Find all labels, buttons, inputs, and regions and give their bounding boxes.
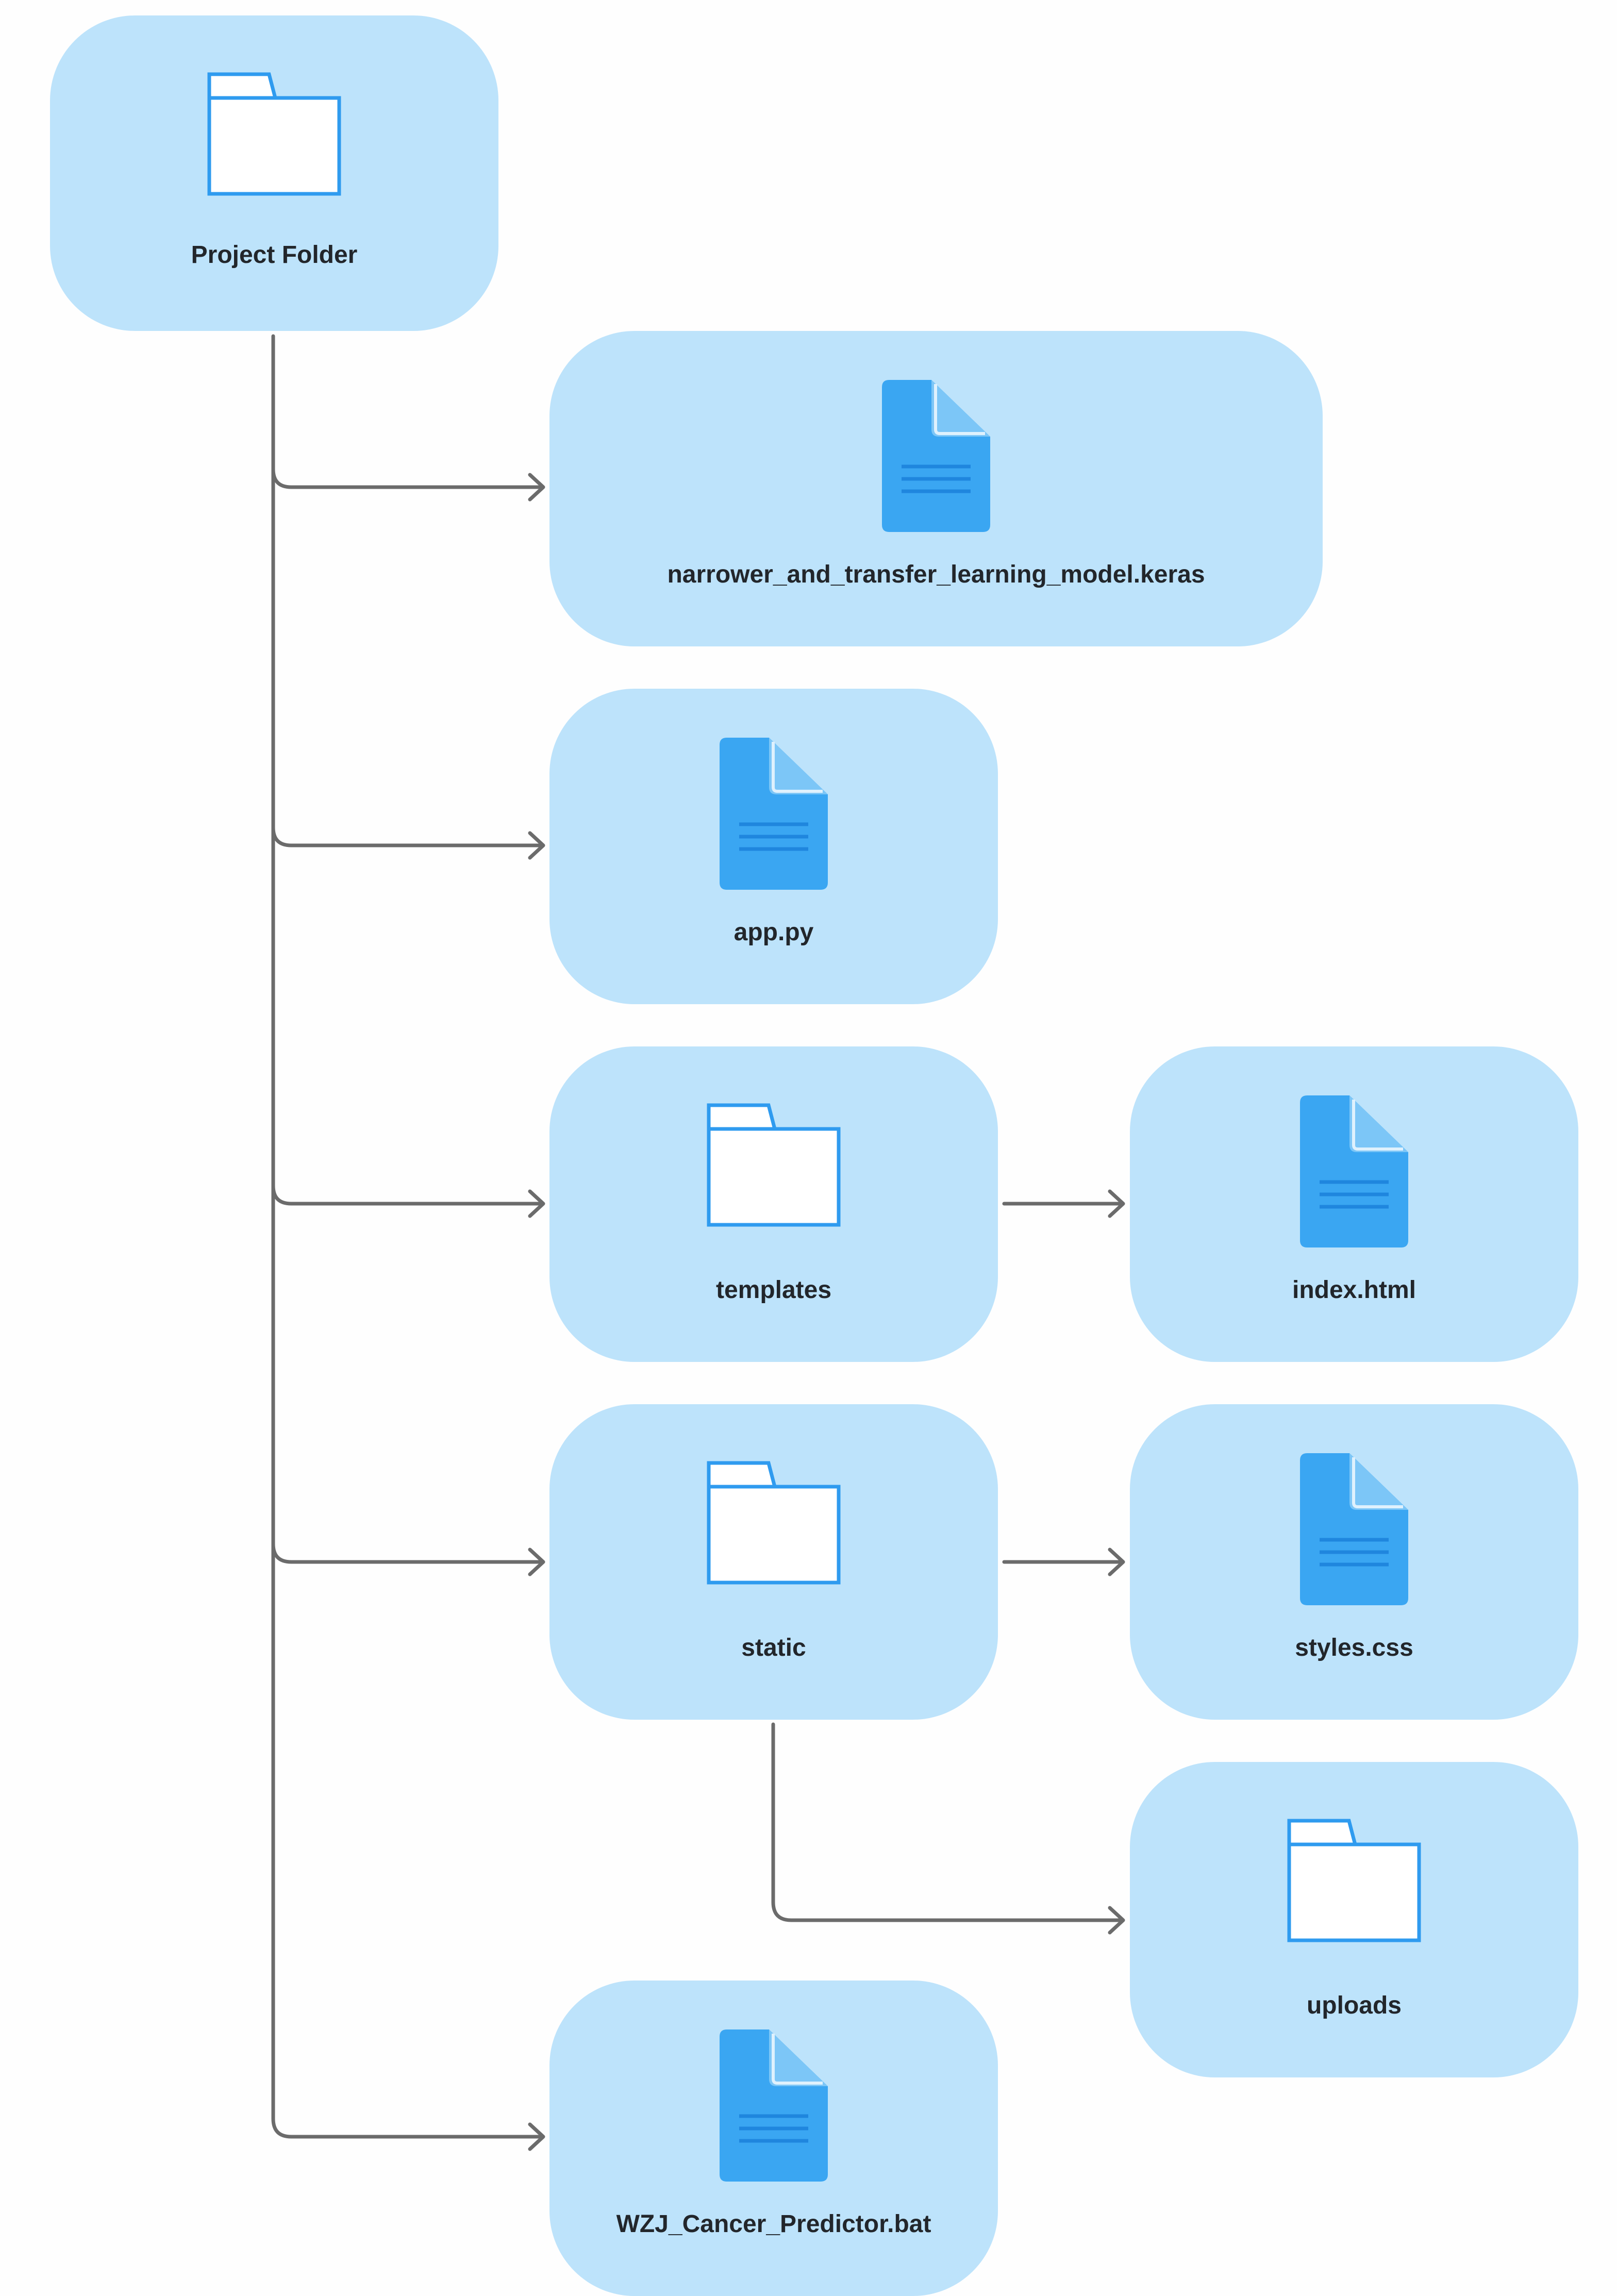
file-icon <box>1300 1453 1408 1605</box>
node-label: uploads <box>1306 1992 1402 2019</box>
folder-icon <box>1287 1819 1421 1942</box>
node-label: narrower_and_transfer_learning_model.ker… <box>667 561 1205 588</box>
node-app-py[interactable]: app.py <box>549 689 998 1004</box>
file-icon <box>720 738 828 890</box>
node-keras-file[interactable]: narrower_and_transfer_learning_model.ker… <box>549 331 1323 646</box>
arrowhead <box>528 1189 545 1218</box>
file-icon <box>882 380 990 532</box>
arrowhead <box>528 2122 545 2151</box>
file-icon <box>720 2029 828 2182</box>
node-label: Project Folder <box>191 241 358 269</box>
branch-app <box>271 825 543 847</box>
arrowhead <box>1108 1189 1125 1218</box>
folder-icon <box>207 72 341 196</box>
node-static-folder[interactable]: static <box>549 1404 998 1720</box>
node-project-folder[interactable]: Project Folder <box>50 15 498 331</box>
node-uploads-folder[interactable]: uploads <box>1130 1762 1578 2077</box>
node-bat-file[interactable]: WZJ_Cancer_Predictor.bat <box>549 1981 998 2296</box>
node-label: WZJ_Cancer_Predictor.bat <box>616 2210 931 2238</box>
node-label: styles.css <box>1295 1634 1413 1661</box>
folder-icon <box>707 1461 841 1585</box>
node-styles-css[interactable]: styles.css <box>1130 1404 1578 1720</box>
node-label: app.py <box>734 919 814 946</box>
branch-static <box>271 1542 543 1564</box>
node-index-html[interactable]: index.html <box>1130 1046 1578 1362</box>
branch-keras <box>271 467 543 489</box>
arrowhead <box>528 473 545 502</box>
node-label: index.html <box>1292 1276 1416 1304</box>
arrowhead <box>1108 1906 1125 1935</box>
arrowhead <box>528 831 545 860</box>
trunk-line <box>271 334 543 2139</box>
node-label: templates <box>715 1276 832 1304</box>
branch-templates <box>271 1184 543 1206</box>
arrowhead <box>1108 1548 1125 1576</box>
arrowhead <box>528 1548 545 1576</box>
node-label: static <box>741 1634 806 1661</box>
folder-icon <box>707 1103 841 1227</box>
node-templates-folder[interactable]: templates <box>549 1046 998 1362</box>
branch-uploads <box>771 1722 1123 1922</box>
file-icon <box>1300 1095 1408 1247</box>
